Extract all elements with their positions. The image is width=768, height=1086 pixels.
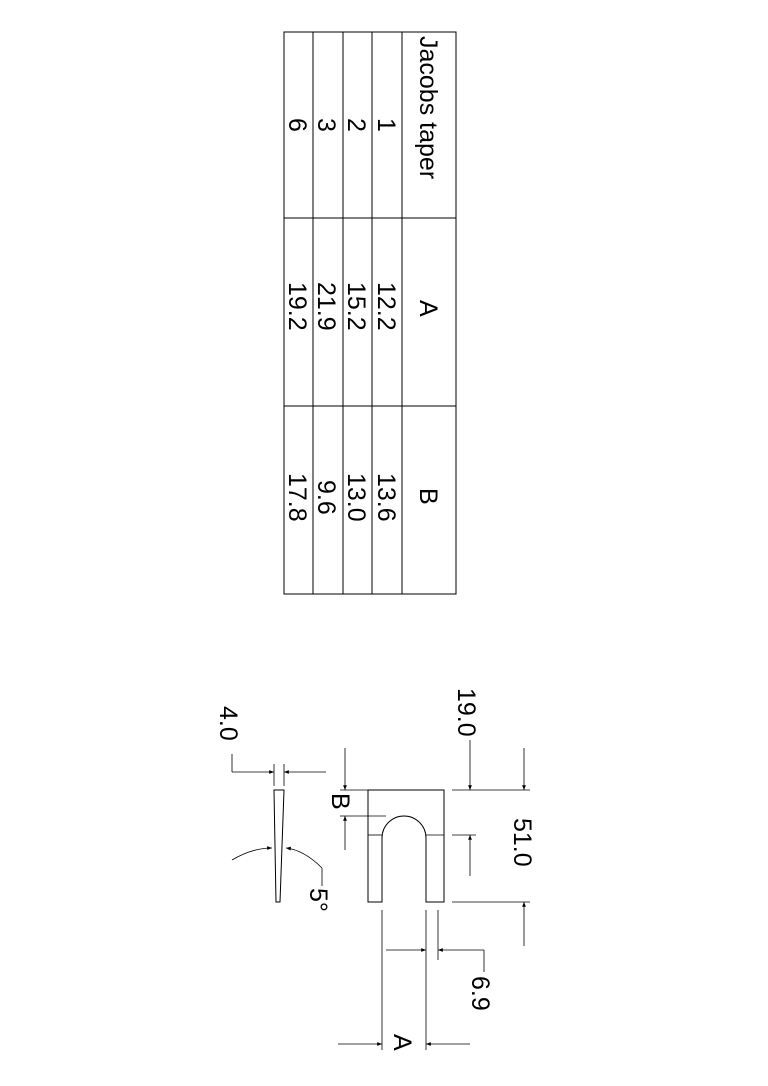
angle-arrow [231,846,273,861]
header-a: A [414,300,442,317]
dimension-label-total-height: 51.0 [508,818,536,867]
dimension-label-height-top: 19.0 [452,688,480,737]
drift-key-side-view [273,789,285,903]
dimension-label-thickness: 4.0 [214,706,242,741]
cell-a: 15.2 [342,282,370,331]
cell-a: 19.2 [283,282,311,331]
cell-a: 21.9 [312,282,340,331]
dimension-a: A [338,1034,470,1051]
dimension-label-width: A [388,1034,416,1051]
dimension-label-angle: 5° [304,888,332,912]
cell-taper: 6 [283,118,311,132]
header-jacobs-taper: Jacobs taper [414,36,442,179]
drift-key-front-view [367,789,445,903]
dimension-51-0: 51.0 [452,748,536,946]
cell-b: 13.0 [342,473,370,522]
dimension-6-9: 6.9 [381,910,494,1050]
cell-taper: 2 [342,118,370,132]
cell-b: 9.6 [312,480,340,515]
cell-taper: 3 [312,118,340,132]
cell-b: 17.8 [283,473,311,522]
header-b: B [414,488,442,505]
table-border [283,31,457,595]
cell-b: 13.6 [372,473,400,522]
side-view-outline [273,789,285,903]
dimension-19-0: 19.0 [452,688,530,876]
dimension-angle: 5° [231,846,332,912]
cell-taper: 1 [372,118,400,132]
angle-arrow [285,846,323,869]
jacobs-taper-table: Jacobs taper A B 1 12.2 13.6 2 15.2 13.0… [283,31,457,595]
dimension-label-slot: B [326,793,354,810]
dimension-4-0: 4.0 [214,706,326,786]
dimension-b: B [326,748,386,850]
cell-a: 12.2 [372,282,400,331]
dimension-label-arm-width: 6.9 [466,976,494,1011]
part-outline [367,789,445,903]
